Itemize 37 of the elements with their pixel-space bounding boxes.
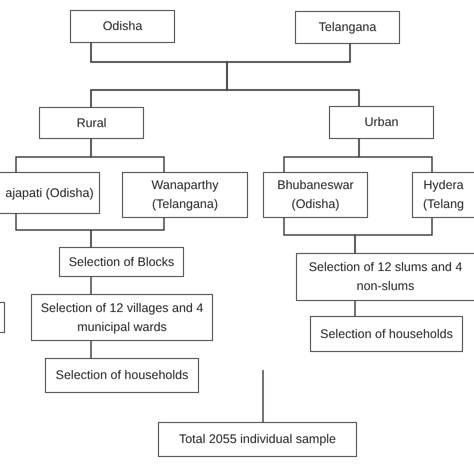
box-label: Selection of 12 slums and 4 non-slums — [308, 259, 464, 295]
box-label: Hydera (Telang — [422, 177, 465, 213]
process-box — [70, 10, 175, 43]
connector-line — [90, 218, 165, 247]
process-box — [31, 294, 213, 341]
box-label: Odisha — [102, 18, 142, 36]
connector-line — [90, 277, 92, 294]
process-box — [263, 172, 368, 218]
box-label: Selection of households — [320, 326, 453, 343]
connector-line — [358, 139, 433, 172]
box-label: Selection of 12 villages and 4 municipal wards — [40, 300, 204, 336]
box-label: Telangana — [318, 19, 376, 36]
connector-line — [262, 370, 264, 422]
connector-line — [354, 301, 356, 316]
connector-line — [90, 341, 92, 358]
box-label: Selection of households — [56, 367, 188, 384]
process-box — [59, 247, 184, 277]
process-box — [329, 106, 434, 139]
box-label: Bhubaneswar (Odisha) — [276, 177, 355, 213]
process-box — [122, 172, 248, 218]
connector-line — [226, 44, 360, 106]
process-box — [0, 172, 100, 214]
box-label: Total 2055 individual sample — [178, 431, 336, 448]
process-box — [310, 316, 463, 352]
box-label: Rural — [76, 114, 106, 132]
box-label: Wanaparthy (Telangana) — [150, 177, 220, 213]
process-box — [412, 172, 474, 218]
process-box — [45, 358, 199, 393]
process-box — [295, 11, 400, 44]
process-box — [158, 422, 357, 457]
connector-line — [90, 139, 165, 172]
box-label: Selection of Blocks — [68, 254, 174, 271]
box-label: ajapati (Odisha) — [5, 184, 94, 202]
box-label: Urban — [364, 114, 399, 132]
process-box — [39, 107, 144, 139]
connector-line — [354, 218, 433, 253]
process-box — [296, 253, 474, 301]
